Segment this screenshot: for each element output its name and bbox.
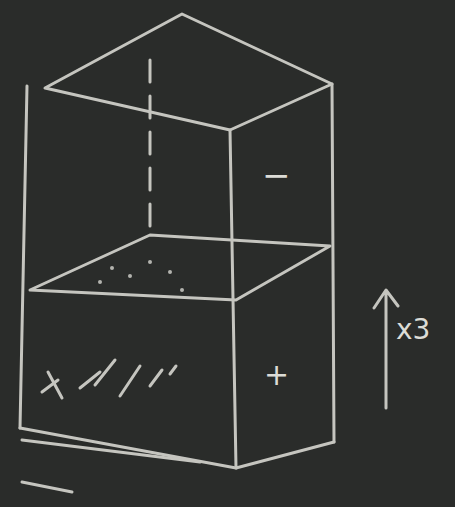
hidden-edge [149, 60, 152, 228]
bottom-stroke [22, 440, 200, 462]
bottom-edges [20, 428, 334, 468]
right-edge [332, 84, 334, 442]
plane-dots [98, 260, 184, 292]
top-face [45, 14, 332, 130]
left-edge [20, 86, 27, 428]
axis-label: x3 [396, 316, 430, 344]
plus-sign: + [264, 360, 289, 390]
hatching [42, 360, 176, 398]
middle-plane [30, 235, 330, 300]
axis-arrow [374, 290, 398, 408]
axis-stroke [22, 482, 72, 492]
minus-sign: − [262, 158, 291, 192]
